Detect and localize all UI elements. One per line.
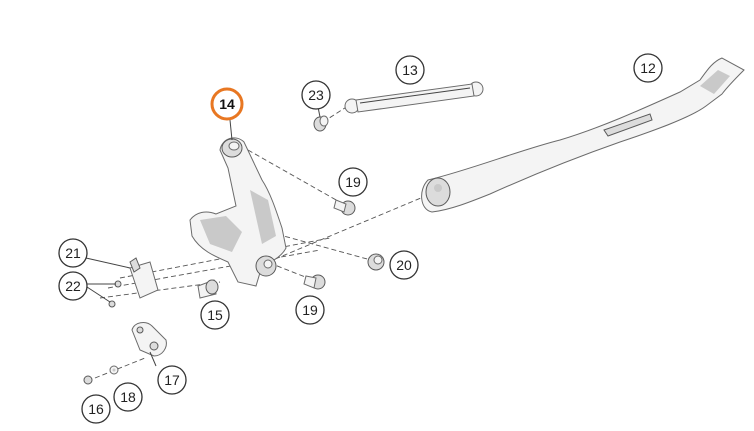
- callout-15: 15: [200, 300, 230, 330]
- part-switch-21: [129, 257, 159, 299]
- part-screws-22: [108, 280, 122, 308]
- callout-21: 21: [58, 238, 88, 268]
- svg-text:19: 19: [345, 174, 361, 190]
- callout-14-highlighted[interactable]: 14: [210, 87, 244, 121]
- callout-23: 23: [301, 80, 331, 110]
- callout-17: 17: [157, 365, 187, 395]
- svg-text:23: 23: [308, 87, 324, 103]
- svg-text:13: 13: [402, 62, 418, 78]
- svg-text:19: 19: [302, 302, 318, 318]
- part-pin-15: [197, 279, 219, 299]
- svg-text:18: 18: [120, 389, 136, 405]
- part-bracket: [189, 137, 287, 287]
- part-spring: [344, 81, 484, 114]
- part-bolt-19-lower: [303, 274, 326, 290]
- callout-12: 12: [633, 53, 663, 83]
- part-washer-18: [109, 365, 119, 375]
- callout-19-upper: 19: [338, 167, 368, 197]
- svg-text:17: 17: [164, 372, 180, 388]
- svg-text:21: 21: [65, 245, 81, 261]
- callout-18: 18: [113, 382, 143, 412]
- svg-text:12: 12: [640, 60, 656, 76]
- svg-text:15: 15: [207, 307, 223, 323]
- part-bolt-19-upper: [333, 199, 356, 216]
- callout-13: 13: [395, 55, 425, 85]
- part-small-bracket-17: [131, 322, 167, 357]
- svg-text:14: 14: [219, 96, 235, 112]
- part-nut-23: [313, 115, 329, 132]
- svg-text:20: 20: [396, 257, 412, 273]
- callout-leaders: [85, 106, 321, 367]
- callout-20: 20: [389, 250, 419, 280]
- part-nut-16: [83, 375, 93, 385]
- svg-text:16: 16: [88, 401, 104, 417]
- callout-22: 22: [58, 271, 88, 301]
- callout-16: 16: [81, 394, 111, 424]
- svg-text:22: 22: [65, 278, 81, 294]
- part-bushing-20: [367, 253, 385, 271]
- callout-19-lower: 19: [295, 295, 325, 325]
- part-side-stand-leg: [421, 57, 745, 213]
